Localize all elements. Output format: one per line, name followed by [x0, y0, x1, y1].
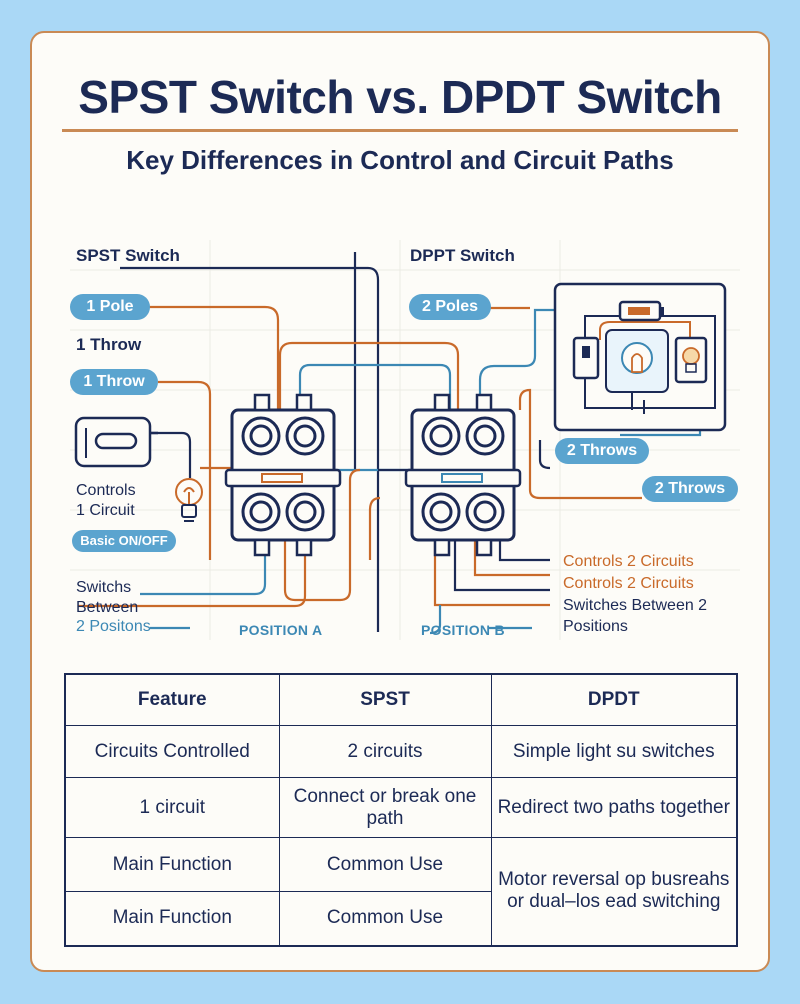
spst-pole-pill: 1 Pole [70, 294, 150, 320]
table-header-feature: Feature [64, 673, 280, 726]
dpdt-poles-pill: 2 Poles [409, 294, 491, 320]
spst-controls-line2: 1 Circuit [76, 502, 135, 519]
table-cell: Main Function [64, 837, 280, 892]
dpdt-switches-line2: Positions [563, 618, 628, 635]
table-cell: Motor reversal op busreahs or dual–los e… [490, 837, 738, 946]
table-cell: Main Function [64, 891, 280, 946]
light-bulb-icon [674, 336, 708, 384]
dpdt-switch-icon [404, 393, 522, 557]
table-cell: Common Use [278, 837, 492, 892]
table-cell: 1 circuit [64, 777, 280, 838]
spst-switches-line3: 2 Positons [76, 618, 151, 635]
position-b-label: POSITION B [421, 622, 505, 638]
title-divider [62, 129, 738, 132]
power-bank-icon [74, 416, 158, 468]
table-header-dpdt: DPDT [490, 673, 738, 726]
spst-wires [78, 252, 460, 632]
page-subtitle: Key Differences in Control and Circuit P… [126, 145, 674, 175]
light-bulb-icon [175, 478, 203, 522]
spst-basic-pill: Basic ON/OFF [72, 530, 176, 552]
table-header-row: Feature SPST DPDT [64, 673, 738, 726]
table-cell: Circuits Controlled [64, 725, 280, 778]
battery-icon [618, 300, 664, 322]
dpdt-heading: DPPT Switch [410, 246, 515, 265]
table-cell: Redirect two paths together [490, 777, 738, 838]
dpdt-throws-pill-2: 2 Throws [642, 476, 738, 502]
table-cell: Simple light su switches [490, 725, 738, 778]
table-row: Main Function Common Use Motor reversal … [64, 837, 738, 946]
table-cell: Common Use [278, 891, 492, 946]
dpdt-switches-line1: Switches Between 2 [563, 597, 708, 614]
page-title: SPST Switch vs. DPDT Switch [78, 71, 722, 123]
position-a-label: POSITION A [239, 622, 323, 638]
spst-switch-icon [224, 393, 342, 557]
comparison-table: Feature SPST DPDT Circuits Controlled 2 … [64, 673, 738, 947]
table-cell: 2 circuits [278, 725, 492, 778]
circuit-box [553, 282, 727, 432]
table-row: Main Function Common Use [64, 891, 737, 946]
dpdt-controls-line2: Controls 2 Circuits [563, 575, 694, 592]
table-row: 1 circuit Connect or break one path Redi… [64, 777, 738, 838]
spst-throw-text: 1 Throw [76, 335, 142, 354]
spst-heading: SPST Switch [76, 246, 180, 265]
table-cell: Connect or break one path [278, 777, 492, 838]
spst-throw-pill: 1 Throw [70, 369, 158, 395]
switch-diagram [70, 240, 740, 640]
spst-controls-line1: Controls [76, 482, 136, 499]
table-row: Circuits Controlled 2 circuits Simple li… [64, 725, 738, 778]
dpdt-controls-line1: Controls 2 Circuits [563, 553, 694, 570]
dpdt-throws-pill-1: 2 Throws [555, 438, 649, 464]
spst-switches-line1: Switchs [76, 579, 132, 596]
spst-switches-line2: Between [76, 599, 139, 616]
switch-icon [572, 336, 600, 380]
table-header-spst: SPST [278, 673, 492, 726]
